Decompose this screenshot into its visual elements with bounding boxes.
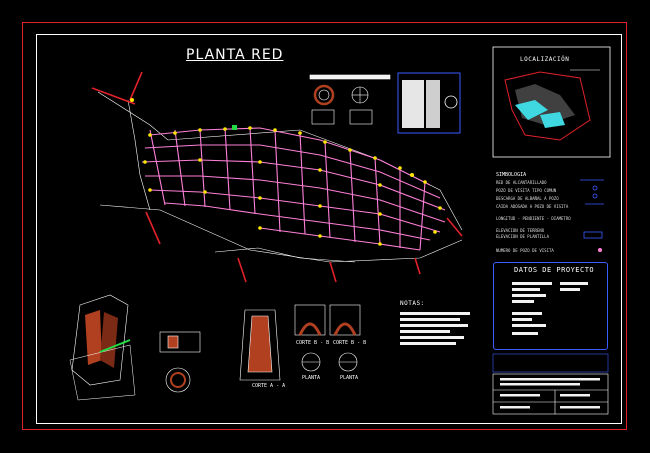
manhole-detail-top — [309, 74, 391, 125]
location-title: LOCALIZACIÓN — [520, 56, 570, 63]
section-label-bb-2: CORTE B - B — [333, 340, 367, 346]
legend-item: DESCARGA DE ALBAÑAL A POZO — [496, 196, 559, 201]
legend-item: RED DE ALCANTARILLADO — [496, 180, 547, 185]
location-map — [492, 46, 611, 158]
isometric-manhole-detail — [69, 294, 136, 401]
manhole-markers — [130, 98, 442, 246]
quantity-table — [397, 72, 461, 134]
sewer-network — [141, 127, 446, 251]
legend-symbols — [580, 179, 604, 252]
project-data-title: DATOS DE PROYECTO — [514, 266, 595, 274]
legend-item: POZO DE VISITA TIPO COMUN — [496, 188, 557, 193]
legend-item: LONGITUD - PENDIENTE - DIAMETRO — [496, 216, 571, 221]
notes-text-blocks — [400, 312, 470, 345]
drop-detail — [159, 331, 201, 393]
legend-item: NUMERO DE POZO DE VISITA — [496, 248, 554, 253]
title-block — [492, 353, 609, 415]
outer-frame — [22, 22, 627, 430]
section-label-bb-1: CORTE B - B — [296, 340, 330, 346]
legend-item: ELEVACION DE PLANTILLA — [496, 234, 549, 239]
plan-label-1: PLANTA — [302, 375, 321, 381]
street-boundaries — [97, 91, 463, 263]
plan-label-2: PLANTA — [340, 375, 359, 381]
notes-title: NOTAS: — [400, 300, 425, 307]
reference-marker — [232, 125, 237, 130]
project-data-box — [493, 262, 608, 350]
access-roads — [91, 71, 463, 283]
section-label-aa: CORTE A - A — [252, 383, 286, 389]
legend-item: CAIDA ADOSADA A POZO DE VISITA — [496, 204, 569, 209]
cross-sections — [239, 304, 361, 381]
legend-item: ELEVACION DE TERRENO — [496, 228, 545, 233]
title-block-text — [500, 378, 600, 409]
project-data-contents — [512, 282, 588, 335]
plan-title: PLANTA RED — [186, 47, 284, 63]
inner-frame — [36, 34, 622, 424]
legend-title: SIMBOLOGIA — [496, 172, 527, 178]
